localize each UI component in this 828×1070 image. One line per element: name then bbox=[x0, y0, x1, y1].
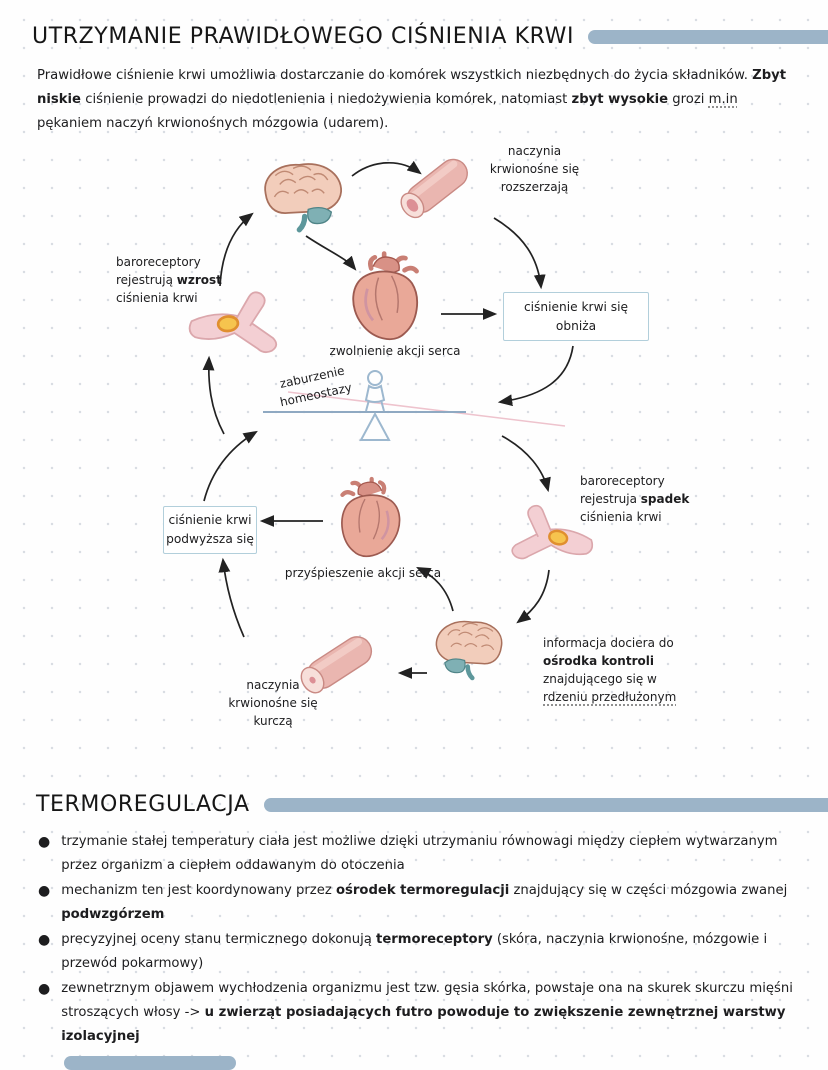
bullet-text: trzymanie stałej temperatury ciała jest … bbox=[61, 834, 778, 873]
label-heart-accelerating: przyśpieszenie akcji serca bbox=[284, 566, 442, 580]
bullet-icon: ● bbox=[38, 883, 51, 899]
list-item: ● precyzyjnej oceny stanu termicznego do… bbox=[38, 928, 806, 976]
arrow-baroreceptor-to-brainstem bbox=[516, 569, 550, 624]
bullet-icon: ● bbox=[38, 932, 51, 948]
arrow-vessel-to-lower-box bbox=[493, 217, 546, 290]
heart-illustration-bottom bbox=[326, 474, 414, 566]
label-heart-slowing: zwolnienie akcji serca bbox=[329, 344, 461, 358]
list-item: ● mechanizm ten jest koordynowany przez … bbox=[38, 879, 806, 927]
pressure-section-header: UTRZYMANIE PRAWIDŁOWEGO CIŚNIENIA KRWI bbox=[32, 24, 828, 49]
baroreceptor-vessel-illustration-top bbox=[183, 281, 290, 363]
thermo-bullet-list: ● trzymanie stałej temperatury ciała jes… bbox=[38, 830, 806, 1050]
blood-vessel-dilated-illustration bbox=[386, 144, 499, 256]
list-item: ● trzymanie stałej temperatury ciała jes… bbox=[38, 830, 806, 878]
arrow-raise-box-to-balance bbox=[203, 430, 258, 502]
arrow-brain-to-vessel bbox=[351, 160, 422, 177]
pressure-section-title: UTRZYMANIE PRAWIDŁOWEGO CIŚNIENIA KRWI bbox=[32, 24, 575, 49]
bullet-text: mechanizm ten jest koordynowany przez oś… bbox=[61, 883, 788, 922]
pressure-intro-paragraph: Prawidłowe ciśnienie krwi umożliwia dost… bbox=[37, 68, 787, 131]
baroreceptor-vessel-illustration-bottom bbox=[499, 492, 603, 580]
arrow-balance-to-baroreceptor-up bbox=[202, 355, 225, 435]
bullet-text: zewnetrznym objawem wychłodzenia organiz… bbox=[61, 981, 793, 1044]
brain-illustration-bottom bbox=[428, 614, 512, 690]
arrow-vessel-to-raise-box bbox=[218, 557, 245, 638]
bullet-icon: ● bbox=[38, 981, 51, 997]
bullet-text: precyzyjnej oceny stanu termicznego doko… bbox=[61, 932, 768, 971]
bullet-icon: ● bbox=[38, 834, 51, 850]
next-section-accent-bar bbox=[64, 1056, 236, 1070]
brain-illustration-top bbox=[264, 163, 343, 233]
blood-vessel-constricted-illustration bbox=[286, 621, 401, 733]
thermo-section-title: TERMOREGULACJA bbox=[36, 792, 250, 817]
heart-illustration-top bbox=[352, 251, 419, 341]
title-accent-bar bbox=[588, 29, 828, 44]
homeostasis-balance-figure bbox=[263, 370, 566, 441]
thermo-section-header: TERMOREGULACJA bbox=[36, 792, 828, 817]
list-item: ● zewnetrznym objawem wychłodzenia organ… bbox=[38, 977, 806, 1049]
thermo-accent-bar bbox=[263, 797, 828, 812]
